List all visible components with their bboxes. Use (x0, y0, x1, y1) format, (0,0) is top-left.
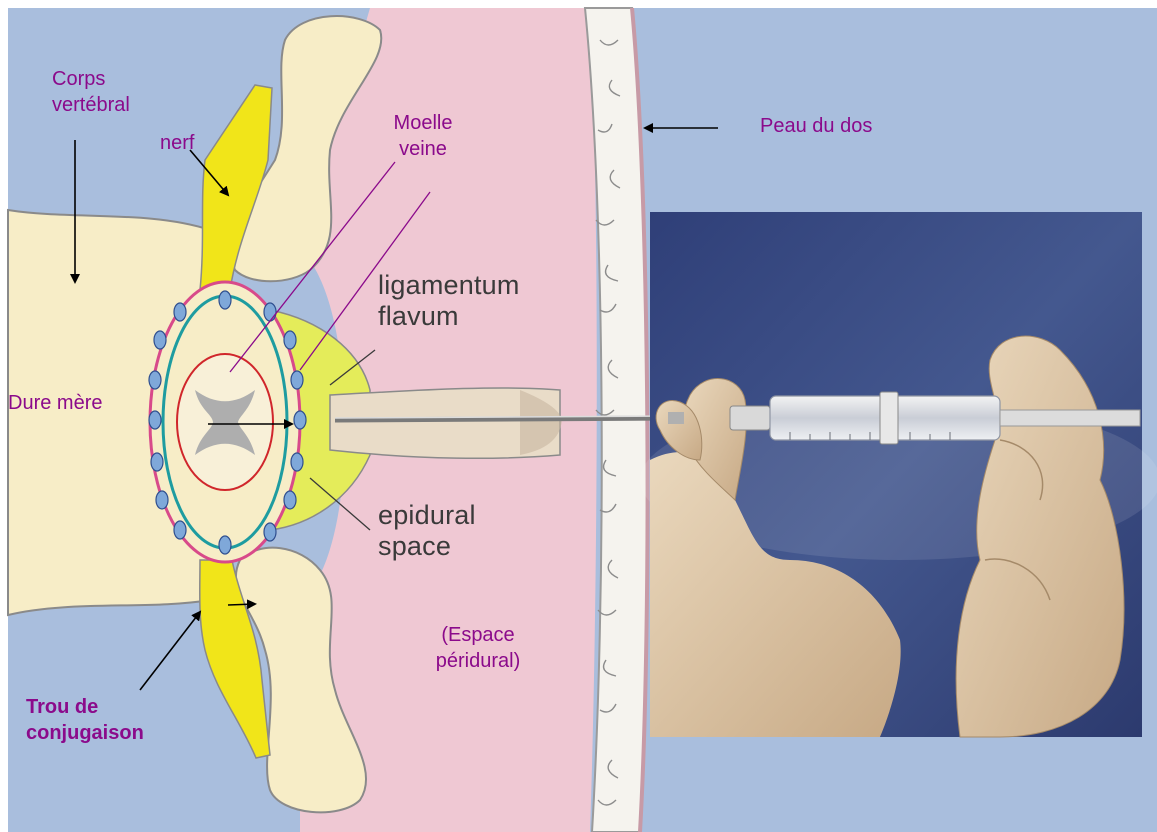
label-peau-du-dos: Peau du dos (760, 113, 872, 139)
label-moelle-veine: Moelle veine (378, 110, 468, 162)
label-corps-vertebral: Corps vertébral (52, 66, 130, 118)
label-line: epidural (378, 500, 476, 531)
label-dure-mere: Dure mère (8, 390, 102, 416)
label-line: Trou de (26, 694, 144, 720)
label-nerf: nerf (160, 130, 194, 156)
arrow-icon (228, 604, 255, 605)
label-line: conjugaison (26, 720, 144, 746)
label-line: veine (378, 136, 468, 162)
label-epidural-space: epidural space (378, 500, 476, 562)
label-espace-peridural: (Espace péridural) (418, 622, 538, 674)
label-ligamentum-flavum: ligamentum flavum (378, 270, 520, 332)
label-line: flavum (378, 301, 520, 332)
label-line: ligamentum (378, 270, 520, 301)
label-trou-de-conjugaison: Trou de conjugaison (26, 694, 144, 746)
label-line: vertébral (52, 92, 130, 118)
label-line: Moelle (378, 110, 468, 136)
label-line: Corps (52, 66, 130, 92)
label-line: péridural) (418, 648, 538, 674)
label-line: space (378, 531, 476, 562)
label-line: (Espace (418, 622, 538, 648)
